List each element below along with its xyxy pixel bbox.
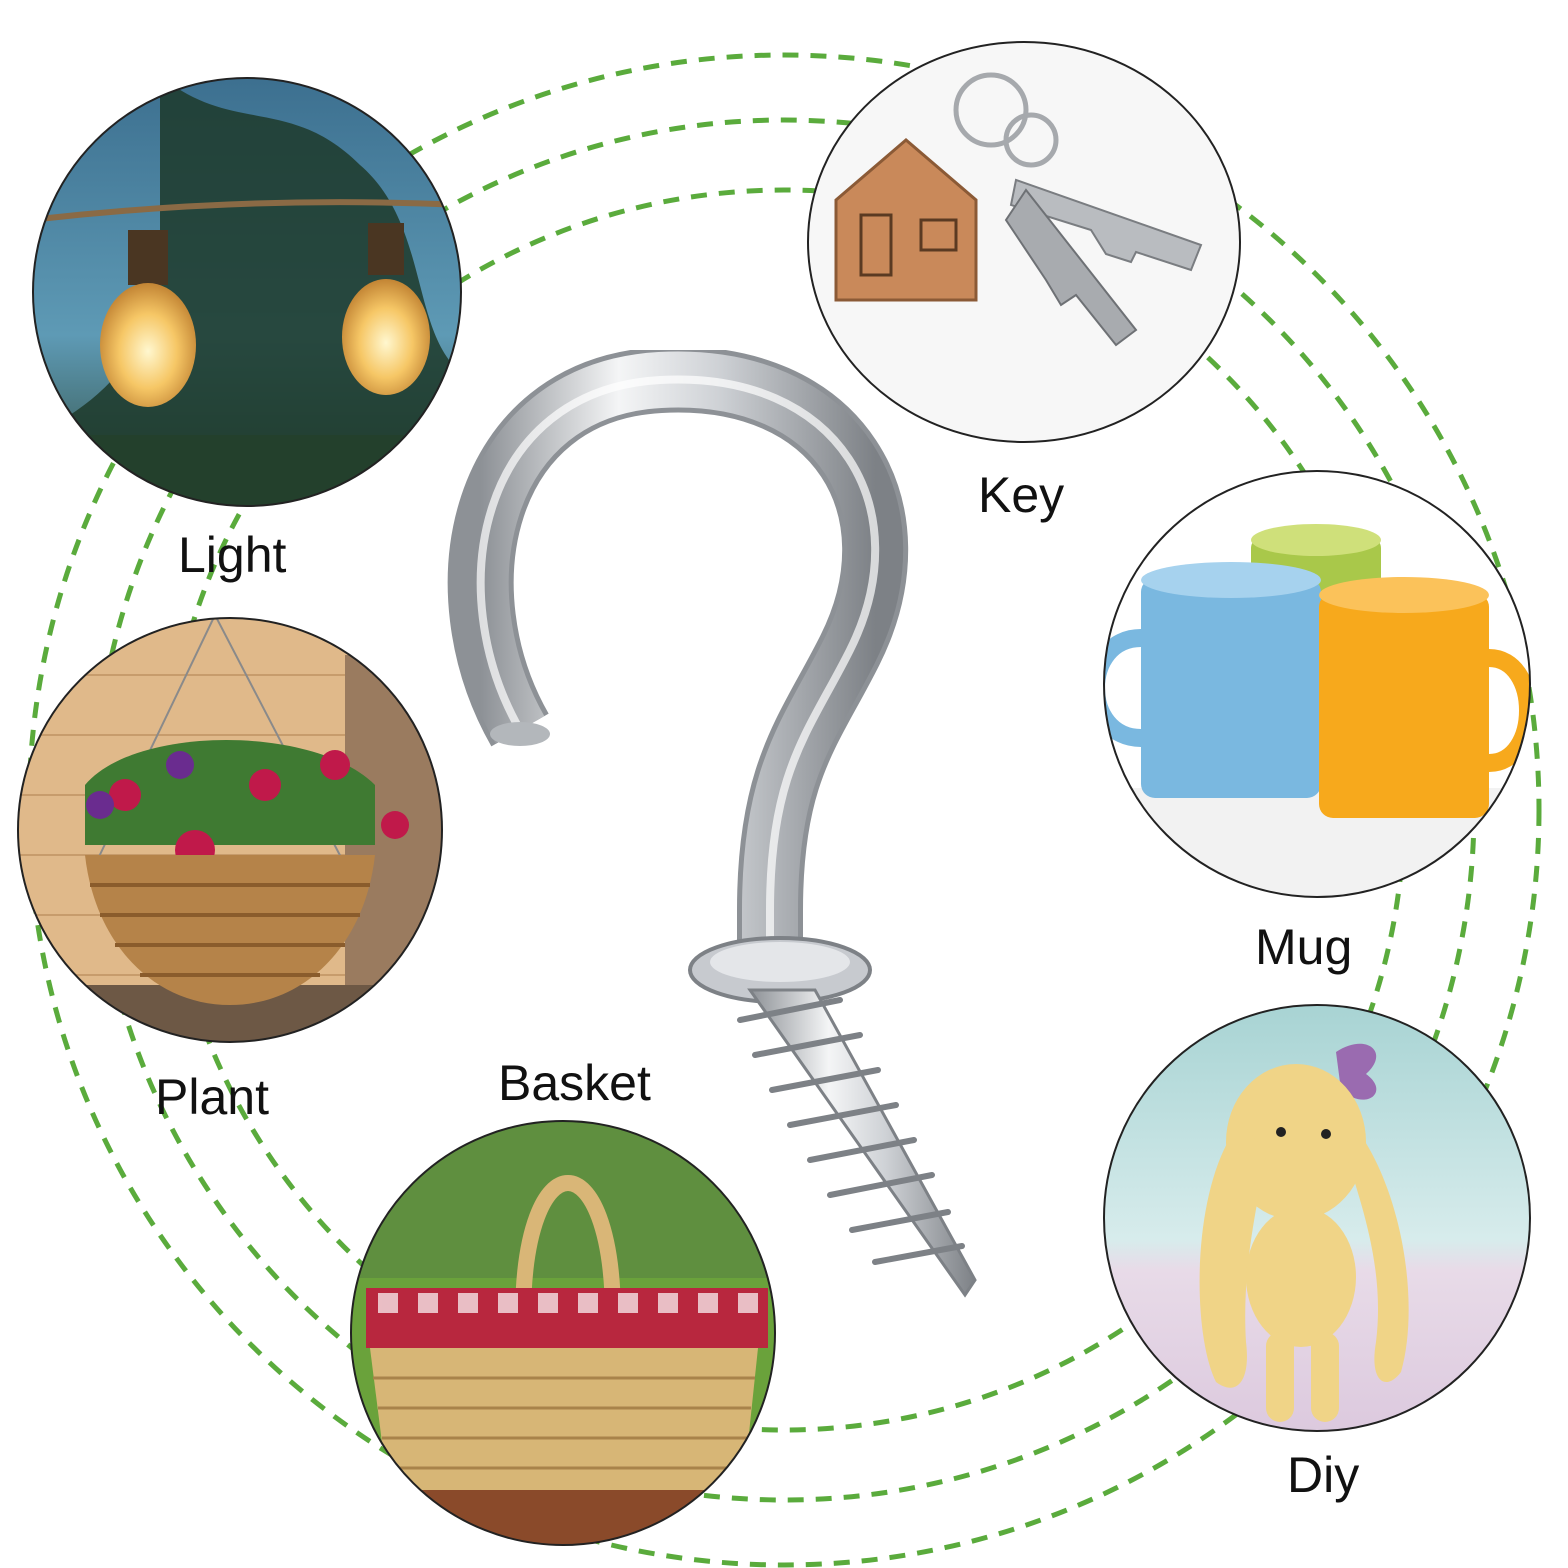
label-mug: Mug xyxy=(1255,919,1353,975)
plant-photo xyxy=(17,617,443,1043)
ring-outer xyxy=(26,52,1542,1568)
label-key: Key xyxy=(978,467,1065,523)
label-plant: Plant xyxy=(155,1069,269,1125)
basket-photo xyxy=(350,1120,776,1546)
screw-cup-hook-icon xyxy=(447,350,977,1298)
label-diy: Diy xyxy=(1287,1447,1360,1503)
light-photo xyxy=(32,77,462,507)
diy-photo xyxy=(1103,1004,1531,1432)
mug-photo xyxy=(1103,470,1531,898)
label-basket: Basket xyxy=(498,1055,651,1111)
key-photo xyxy=(807,41,1241,443)
label-light: Light xyxy=(178,527,287,583)
